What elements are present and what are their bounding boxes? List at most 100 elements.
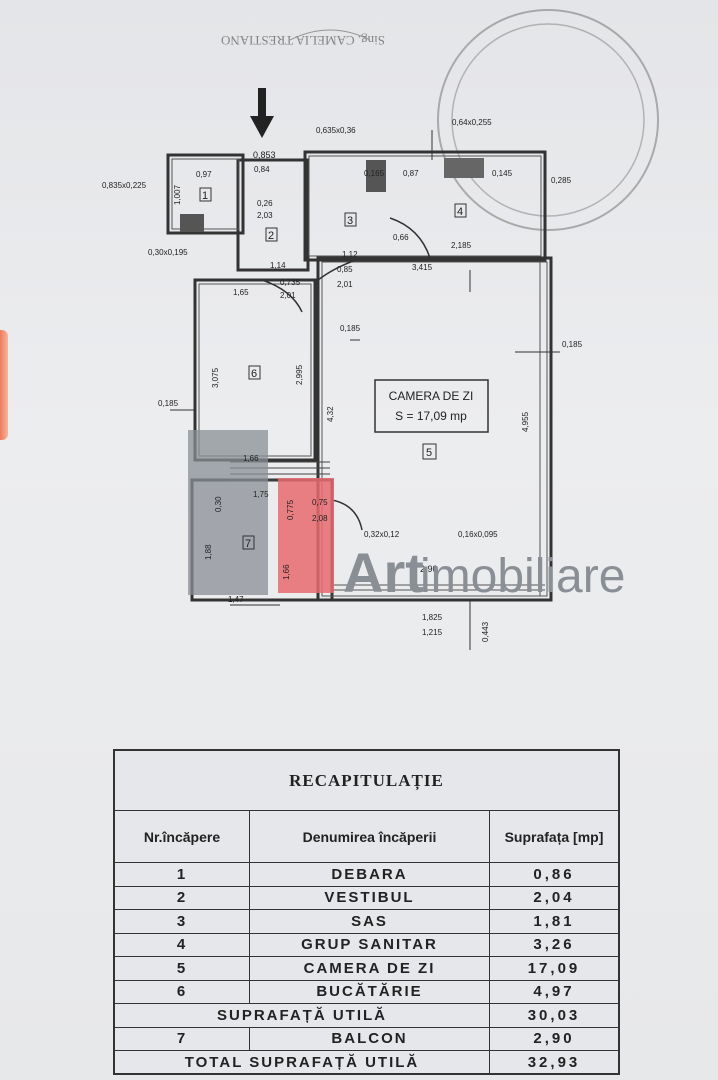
room-number-3: 3 <box>347 215 353 227</box>
room-nr-cell: 3 <box>115 910 250 933</box>
room-number-6: 6 <box>251 368 257 380</box>
watermark: Art imobiliare <box>343 541 625 604</box>
dim-label: 0,635x0,36 <box>316 126 356 135</box>
dim-label: 0,75 <box>312 498 328 507</box>
dim-label: 2,01 <box>337 280 353 289</box>
dim-label: 1,88 <box>204 544 213 560</box>
table-row: 1 DEBARA 0,86 <box>115 863 618 887</box>
room-name-cell: BUCĂTĂRIE <box>250 980 490 1003</box>
header-room-number: Nr.încăpere <box>115 811 250 862</box>
table-row: 5 CAMERA DE ZI 17,09 <box>115 957 618 981</box>
dim-label: 0,26 <box>257 199 273 208</box>
duct-block-2 <box>444 158 484 178</box>
total-label: TOTAL SUPRAFAȚĂ UTILĂ <box>115 1051 490 1075</box>
room-area-cell: 4,97 <box>533 983 575 1001</box>
dim-label: 0,64x0,255 <box>452 118 492 127</box>
room-area-cell: 17,09 <box>527 959 581 977</box>
total-area: 32,93 <box>527 1054 581 1072</box>
duct-block-3 <box>180 214 204 232</box>
room-name-cell: BALCON <box>250 1027 490 1050</box>
dim-label: 1,007 <box>173 184 182 205</box>
dim-label: 0,735 <box>280 278 301 287</box>
room-nr-cell: 7 <box>115 1027 250 1050</box>
room-nr-cell: 4 <box>115 933 250 956</box>
stamp: Sing. CAMELIA TRESTIANO <box>221 9 659 231</box>
room-area-cell: 0,86 <box>533 865 575 883</box>
watermark-shape-dark <box>188 430 268 595</box>
dim-label: 0,185 <box>158 399 179 408</box>
dim-label: 1,825 <box>422 613 443 622</box>
dim-label: 0,853 <box>253 150 276 160</box>
dim-label: 0,185 <box>340 324 361 333</box>
room-name-cell: GRUP SANITAR <box>250 933 490 956</box>
watermark-brand: Art <box>343 541 424 604</box>
dim-label: 2,995 <box>295 364 304 385</box>
room-nr-cell: 2 <box>115 886 250 909</box>
dim-label: 2,01 <box>280 291 296 300</box>
room-area-cell: 2,04 <box>533 889 575 907</box>
recap-table: RECAPITULAȚIE Nr.încăpere Denumirea încă… <box>113 749 620 1075</box>
header-room-name: Denumirea încăperii <box>250 811 490 862</box>
dim-label: 0,145 <box>492 169 513 178</box>
dim-label: 0,285 <box>551 176 572 185</box>
dim-label: 0,66 <box>393 233 409 242</box>
dim-label: 0,30 <box>214 496 223 512</box>
dim-label: 2,185 <box>451 241 472 250</box>
dim-label: 1,47 <box>228 595 244 604</box>
dim-label: 1,75 <box>253 490 269 499</box>
dim-label: 1,65 <box>233 288 249 297</box>
total-row: TOTAL SUPRAFAȚĂ UTILĂ 32,93 <box>115 1051 618 1075</box>
room-area-cell: 1,81 <box>533 912 575 930</box>
room-nr-cell: 1 <box>115 863 250 886</box>
dim-label: 4,955 <box>521 411 530 432</box>
dim-label: 0,30x0,195 <box>148 248 188 257</box>
dim-label: 0,443 <box>481 621 490 642</box>
dim-label: 0,32x0,12 <box>364 530 400 539</box>
table-row: 4 GRUP SANITAR 3,26 <box>115 933 618 957</box>
duct-block <box>366 160 386 192</box>
door-arcs <box>261 217 431 531</box>
room-name-cell: SAS <box>250 910 490 933</box>
dim-label: 0,87 <box>403 169 419 178</box>
room-name-cell: VESTIBUL <box>250 886 490 909</box>
room-area-cell: 2,90 <box>533 1030 575 1048</box>
watermark-shape-red <box>278 478 334 593</box>
floor-plan: Sing. CAMELIA TRESTIANO <box>102 9 659 650</box>
dim-label: 0,84 <box>254 165 270 174</box>
dim-label: 1,14 <box>270 261 286 270</box>
dim-label: 1,215 <box>422 628 443 637</box>
living-room-label-box: CAMERA DE ZI S = 17,09 mp <box>374 379 489 433</box>
table-row: 6 BUCĂTĂRIE 4,97 <box>115 980 618 1004</box>
recap-title: RECAPITULAȚIE <box>115 751 618 811</box>
stamp-text: Sing. CAMELIA TRESTIANO <box>221 33 385 48</box>
room-name-cell: DEBARA <box>250 863 490 886</box>
dim-label: 0,16x0,095 <box>458 530 498 539</box>
room-nr-cell: 6 <box>115 980 250 1003</box>
watermark-suffix: imobiliare <box>420 550 625 603</box>
dim-label: 0,775 <box>286 499 295 520</box>
table-row: 3 SAS 1,81 <box>115 910 618 934</box>
dim-label: 1,66 <box>243 454 259 463</box>
living-room-area: S = 17,09 mp <box>395 409 467 423</box>
table-row: 7 BALCON 2,90 <box>115 1027 618 1051</box>
inner-walls <box>171 155 548 597</box>
table-row: 2 VESTIBUL 2,04 <box>115 886 618 910</box>
dim-label: 2,08 <box>312 514 328 523</box>
dim-label: 1,66 <box>282 564 291 580</box>
dim-label: 0,185 <box>562 340 583 349</box>
recap-header-row: Nr.încăpere Denumirea încăperii Suprafaț… <box>115 811 618 863</box>
living-room-label: CAMERA DE ZI <box>389 389 474 403</box>
room-number-1: 1 <box>202 190 208 202</box>
dim-label: 0,97 <box>196 170 212 179</box>
dim-label: 4,32 <box>326 406 335 422</box>
dim-label: 2,03 <box>257 211 273 220</box>
dim-label: 0,85 <box>337 265 353 274</box>
dim-label: 0,835x0,225 <box>102 181 147 190</box>
arrow-down-icon <box>250 88 274 138</box>
subtotal-row: SUPRAFAȚĂ UTILĂ 30,03 <box>115 1004 618 1028</box>
room-area-cell: 3,26 <box>533 936 575 954</box>
dimension-lines <box>170 130 560 650</box>
room-number-5: 5 <box>426 447 432 459</box>
dim-label: 2,90 <box>420 564 438 574</box>
subtotal-label: SUPRAFAȚĂ UTILĂ <box>115 1004 490 1027</box>
